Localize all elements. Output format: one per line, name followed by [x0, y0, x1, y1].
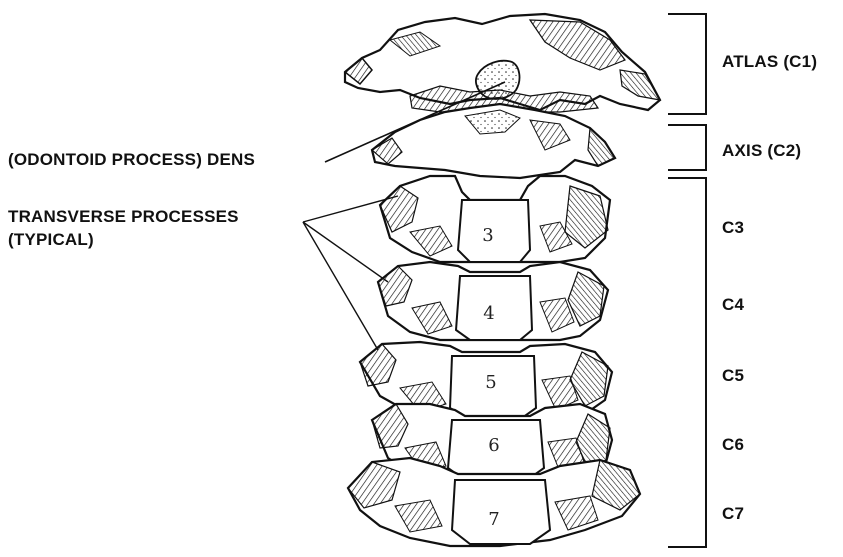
cervical-c3-c7-bracket [668, 178, 706, 547]
transverse-processes-typical-label: (TYPICAL) [8, 230, 94, 250]
c7-label: C7 [722, 504, 744, 524]
atlas-label: ATLAS (C1) [722, 52, 817, 72]
axis-vertebra [372, 104, 615, 178]
c4-vertebra [378, 262, 608, 340]
transverse-processes-label: TRANSVERSE PROCESSES [8, 207, 239, 227]
transverse-leader-line-2 [303, 222, 388, 282]
c5-label: C5 [722, 366, 744, 386]
c6-label: C6 [722, 435, 744, 455]
c3-vertebra [380, 176, 610, 262]
transverse-leader-line-3 [303, 222, 378, 350]
c3-label: C3 [722, 218, 744, 238]
axis-label: AXIS (C2) [722, 141, 801, 161]
dens-label: (ODONTOID PROCESS) DENS [8, 150, 255, 170]
axis-bracket [668, 125, 706, 170]
atlas-bracket [668, 14, 706, 114]
atlas-vertebra [345, 14, 660, 112]
c4-label: C4 [722, 295, 744, 315]
